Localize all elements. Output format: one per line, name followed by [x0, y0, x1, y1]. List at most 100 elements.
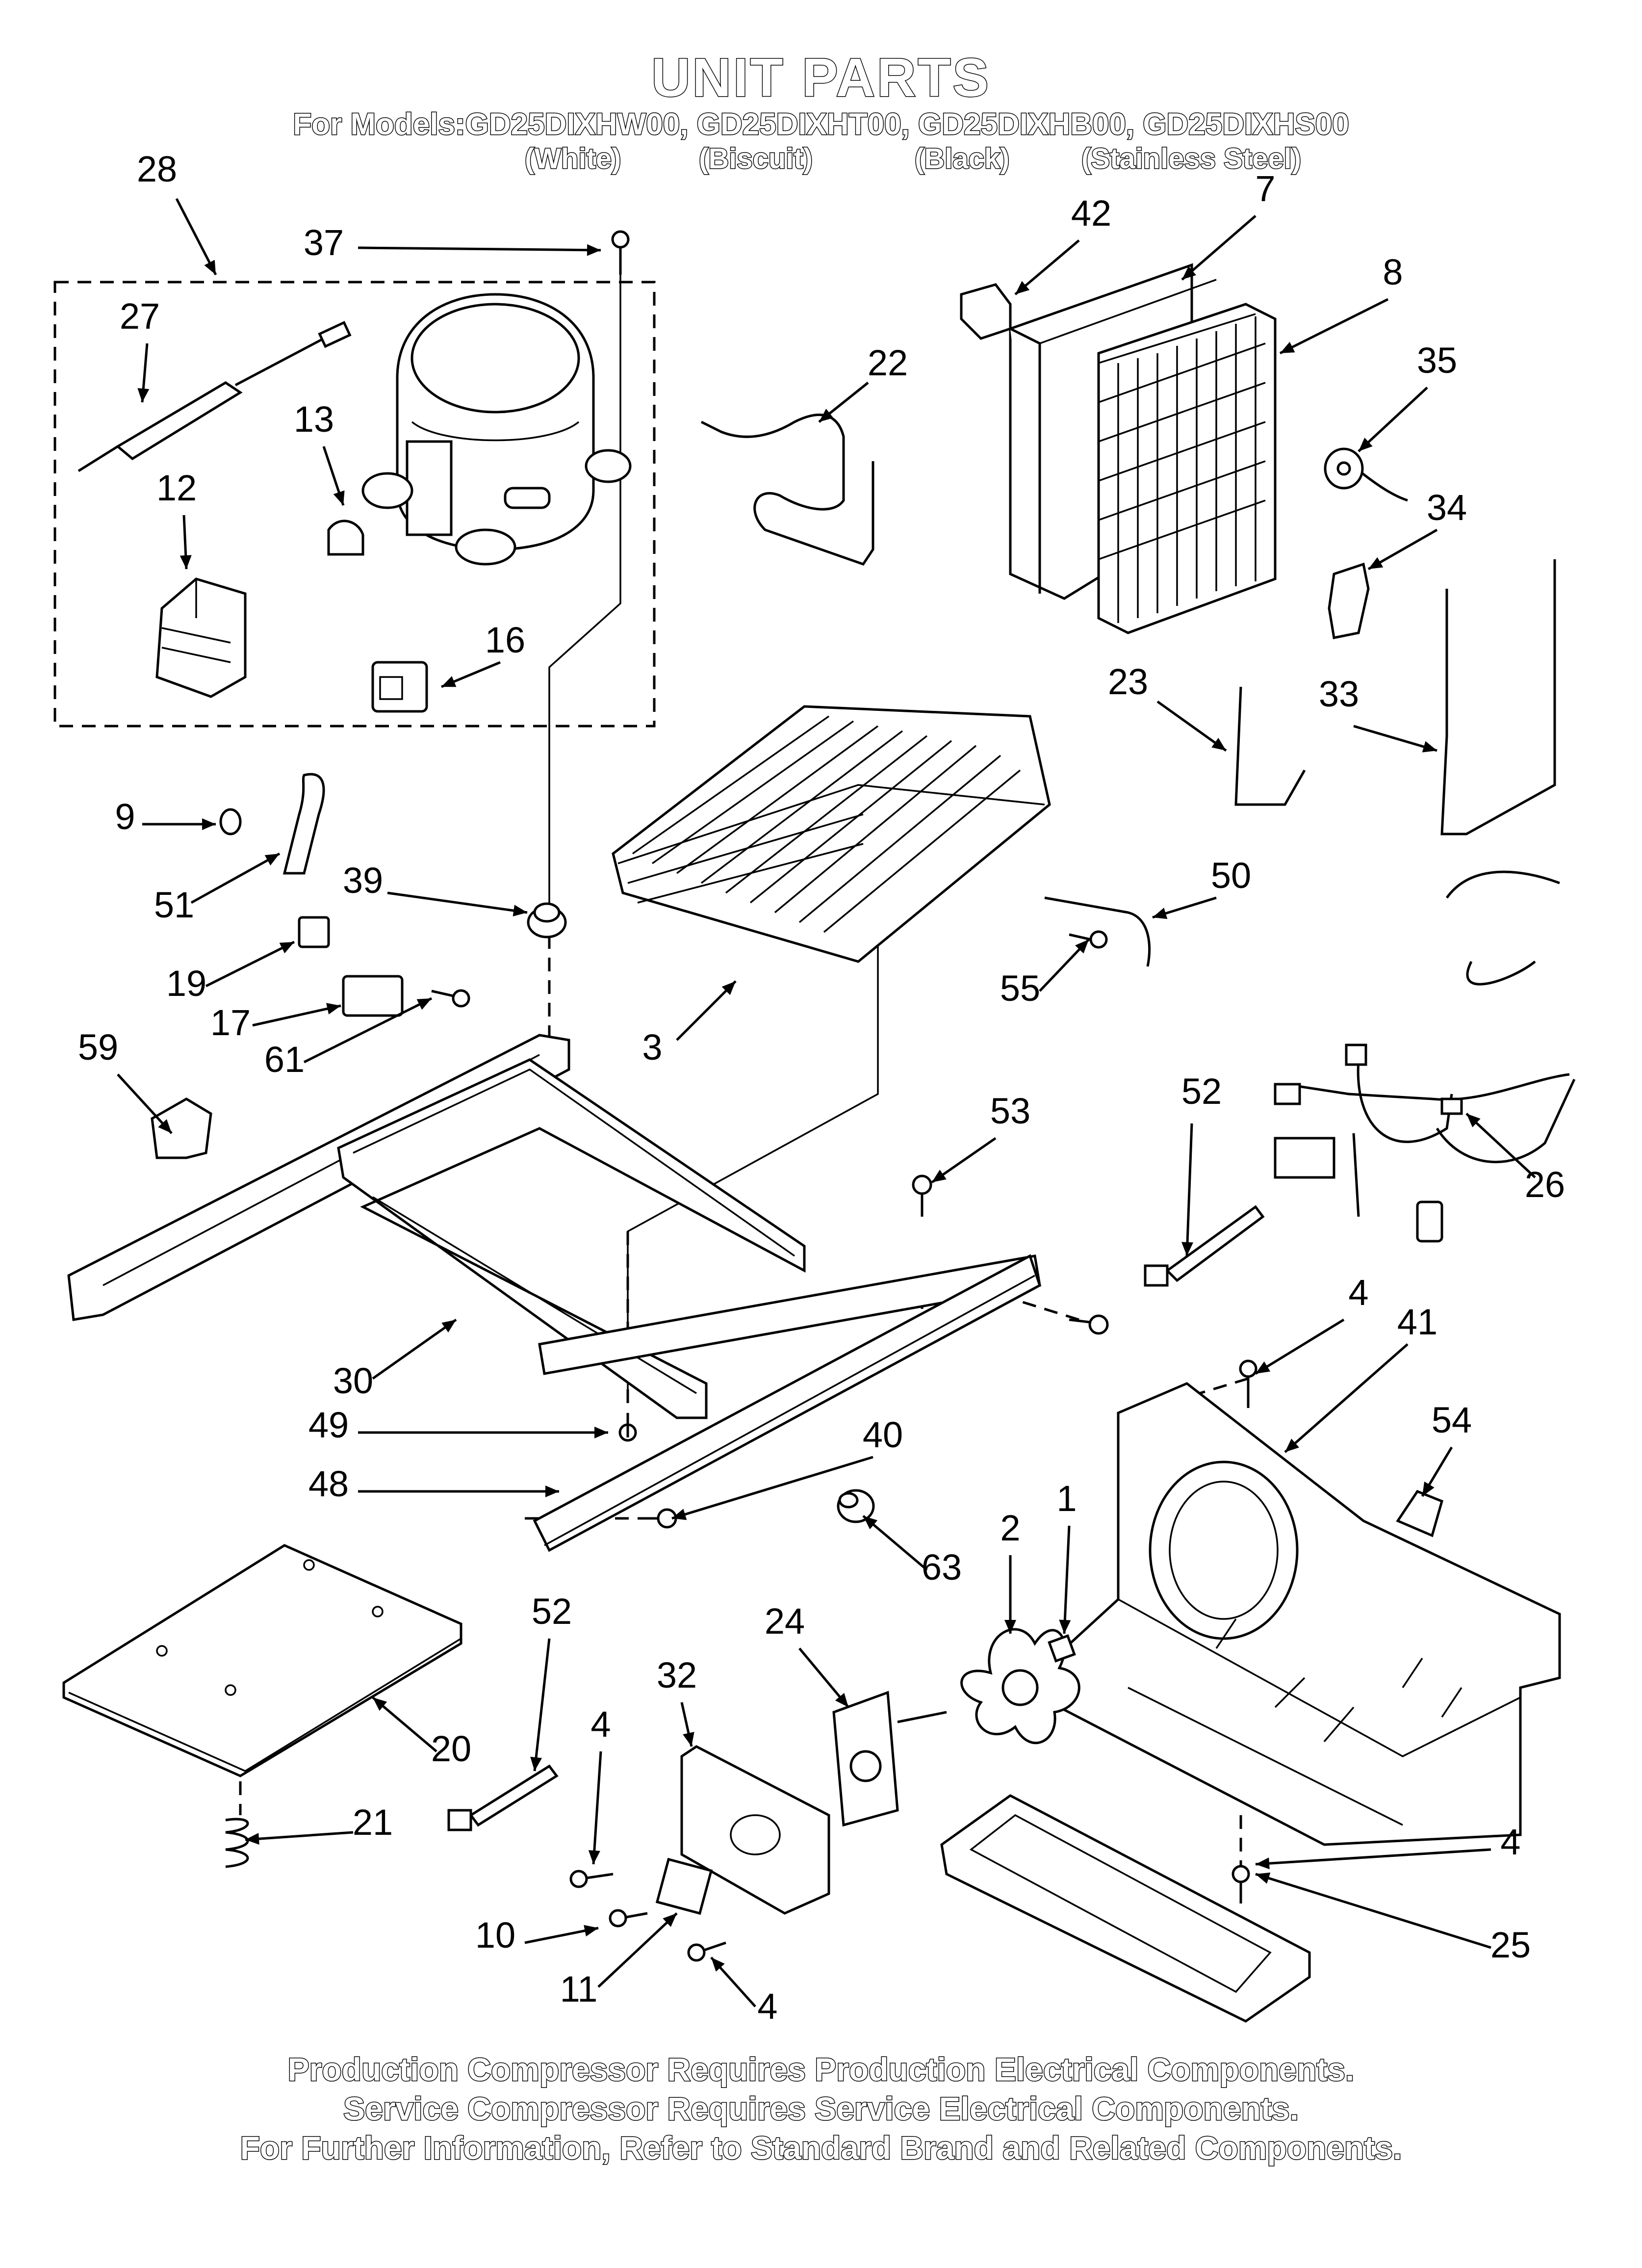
callout-41: 41 — [1397, 1302, 1437, 1342]
models-line: For Models:GD25DIXHW00, GD25DIXHT00, GD2… — [292, 107, 1350, 142]
screw-4-lower — [687, 1941, 726, 1962]
leader-arrowhead-13 — [333, 490, 345, 505]
insulation-plate-20 — [62, 1544, 462, 1777]
leader-arrowhead-34 — [1368, 557, 1384, 569]
leader-arrowhead-4 — [1256, 1857, 1270, 1870]
relay-19 — [298, 916, 330, 948]
callout-39: 39 — [343, 860, 383, 901]
callout-24: 24 — [765, 1601, 805, 1642]
leader-arrowhead-33 — [1422, 741, 1437, 753]
frame-rail-assembly — [67, 1034, 1042, 1552]
screw-37 — [611, 230, 630, 275]
callout-59: 59 — [78, 1027, 118, 1068]
leader-arrowhead-53 — [932, 1170, 947, 1182]
wire-nut-54 — [1396, 1489, 1444, 1538]
footer-line-1: Production Compressor Requires Productio… — [287, 2051, 1355, 2088]
callout-11: 11 — [560, 1969, 598, 2009]
callout-34: 34 — [1427, 487, 1467, 528]
callout-50: 50 — [1211, 855, 1251, 896]
leader-line-4 — [592, 1751, 602, 1865]
leader-arrowhead-49 — [594, 1427, 608, 1438]
leader-arrowhead-4 — [588, 1850, 600, 1864]
clip-13 — [327, 520, 364, 556]
leader-arrowhead-7 — [1182, 266, 1197, 280]
leader-arrowhead-1 — [1059, 1619, 1071, 1634]
callout-28: 28 — [137, 149, 177, 189]
callout-25: 25 — [1490, 1925, 1531, 1965]
callout-2: 2 — [1000, 1508, 1020, 1548]
leader-line-1 — [1063, 1525, 1071, 1634]
leader-arrowhead-23 — [1211, 737, 1226, 751]
callout-10: 10 — [475, 1915, 515, 1955]
callout-53: 53 — [990, 1091, 1030, 1131]
callout-51: 51 — [154, 885, 194, 925]
leader-arrowhead-52 — [530, 1756, 542, 1771]
finish-white: (White) — [524, 142, 622, 176]
callout-40: 40 — [863, 1414, 903, 1455]
leader-arrowhead-35 — [1359, 438, 1373, 451]
leader-line-11 — [597, 1912, 678, 1988]
nut-63 — [837, 1489, 875, 1523]
leader-arrowhead-16 — [441, 676, 457, 687]
wire-harness-26 — [1274, 870, 1576, 1243]
leader-arrowhead-59 — [158, 1119, 172, 1133]
wire-23 — [1234, 686, 1306, 806]
leader-arrowhead-30 — [441, 1320, 456, 1332]
capacitor-17 — [342, 975, 404, 1017]
leader-arrowhead-51 — [264, 854, 280, 866]
leader-line-30 — [372, 1318, 457, 1380]
screw-49 — [618, 1413, 637, 1442]
leader-line-61 — [303, 997, 433, 1064]
leader-line-40 — [671, 1456, 873, 1520]
screw-4-left — [569, 1870, 614, 1888]
leader-arrowhead-25 — [1256, 1872, 1271, 1884]
callout-7: 7 — [1255, 168, 1275, 209]
leader-arrowhead-39 — [513, 905, 527, 916]
leader-arrowhead-21 — [245, 1833, 259, 1845]
leader-arrowhead-41 — [1285, 1438, 1299, 1452]
leader-arrowhead-27 — [137, 388, 150, 402]
screw-61 — [431, 989, 470, 1008]
leader-arrowhead-26 — [1466, 1114, 1481, 1127]
leader-arrowhead-55 — [1075, 939, 1089, 954]
callout-55: 55 — [1000, 968, 1040, 1009]
leader-line-25 — [1255, 1873, 1491, 1949]
leader-arrowhead-54 — [1422, 1481, 1435, 1496]
plate-11 — [655, 1857, 713, 1915]
leader-arrowhead-32 — [683, 1732, 694, 1747]
base-pan-41 — [1058, 1382, 1561, 1846]
callout-52: 52 — [1181, 1071, 1222, 1112]
leader-line-51 — [190, 852, 281, 904]
hub-1 — [1048, 1634, 1076, 1663]
drier-27 — [77, 321, 352, 472]
callout-22: 22 — [868, 342, 908, 383]
tube-51 — [282, 773, 325, 875]
compressor-group-boundary — [53, 281, 656, 728]
clip-42 — [960, 283, 1012, 340]
screw-10 — [609, 1909, 648, 1928]
leader-line-23 — [1156, 700, 1227, 752]
drain-pan-25 — [940, 1794, 1311, 2023]
callout-33: 33 — [1319, 674, 1359, 714]
callout-19: 19 — [166, 963, 206, 1004]
leader-line-28 — [175, 198, 217, 276]
leader-line-19 — [205, 940, 295, 988]
footer-line-3: For Further Information, Refer to Standa… — [239, 2129, 1403, 2167]
leader-arrowhead-3 — [721, 981, 736, 995]
leader-arrowhead-11 — [663, 1913, 677, 1927]
callout-1: 1 — [1056, 1478, 1077, 1519]
callout-16: 16 — [485, 620, 525, 660]
callout-42: 42 — [1071, 193, 1111, 234]
condenser-22 — [1097, 303, 1277, 634]
evaporator-3 — [612, 705, 1051, 963]
screw-4-right — [1232, 1865, 1250, 1903]
clip-59 — [151, 1097, 212, 1159]
bracket-34 — [1328, 562, 1370, 639]
leader-arrowhead-52 — [1181, 1242, 1194, 1256]
callout-61: 61 — [264, 1039, 305, 1080]
leader-line-33 — [1353, 725, 1437, 752]
callout-63: 63 — [922, 1547, 962, 1588]
leader-arrowhead-2 — [1004, 1620, 1016, 1634]
bracket-50 — [1044, 896, 1151, 967]
